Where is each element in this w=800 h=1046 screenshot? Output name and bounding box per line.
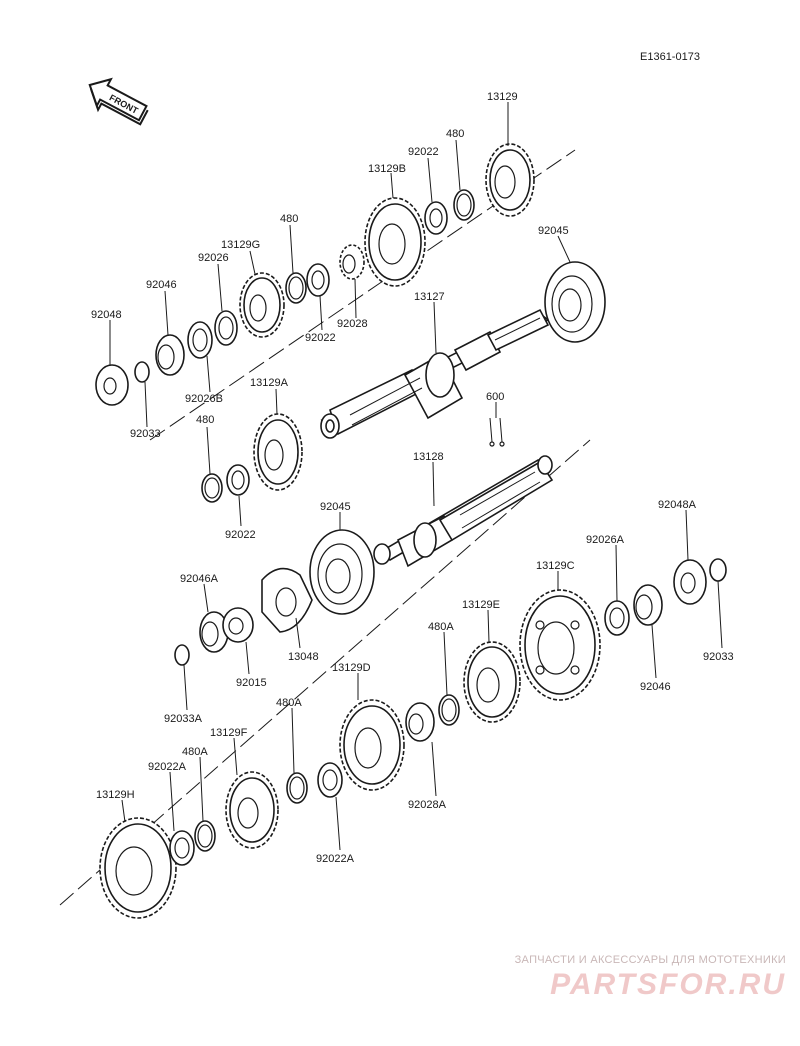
circlip-480-mid: [285, 272, 307, 304]
part-label-13129G: 13129G: [221, 239, 260, 251]
part-label-92048A: 92048A: [658, 499, 697, 511]
part-label-92028A: 92028A: [408, 799, 447, 811]
gear-13129E: [463, 641, 521, 723]
part-label-92028: 92028: [337, 318, 368, 330]
part-label-480A: 480A: [276, 697, 302, 709]
part-label-92026: 92026: [198, 252, 229, 264]
part-label-13129B: 13129B: [368, 163, 406, 175]
part-label-92046A: 92046A: [180, 573, 219, 585]
part-label-480: 480: [196, 414, 214, 426]
circlip-92033A: [174, 644, 190, 666]
shaft-13127: [320, 308, 550, 439]
part-label-92033A: 92033A: [164, 713, 203, 725]
circlip-480A-left: [194, 820, 216, 852]
gear-13129D: [339, 699, 405, 791]
gear-13129B: [364, 197, 426, 287]
part-labels: 13129 480 92022 13129B 92045 480 13129G …: [91, 91, 734, 865]
part-label-92048: 92048: [91, 309, 122, 321]
gear-13129F: [225, 771, 279, 849]
bushing-92028A: [405, 702, 435, 742]
part-label-92022A: 92022A: [148, 761, 187, 773]
front-arrow-icon: FRONT: [88, 77, 149, 126]
collar-92048: [95, 364, 129, 406]
part-label-92033: 92033: [130, 428, 161, 440]
circlip-480A-mid: [286, 772, 308, 804]
diagram-code: E1361-0173: [640, 51, 700, 63]
shaft-13128: [373, 455, 554, 568]
part-label-92026A: 92026A: [586, 534, 625, 546]
gear-13129: [485, 143, 535, 217]
bearing-92045-upper: [544, 261, 606, 343]
part-label-13129H: 13129H: [96, 789, 135, 801]
part-label-92022: 92022: [408, 146, 439, 158]
nut-92015: [222, 607, 254, 643]
watermark: ЗАПЧАСТИ И АКСЕССУАРЫ ДЛЯ МОТОТЕХНИКИ PA…: [476, 954, 786, 1002]
collar-92048A: [673, 559, 707, 605]
pins-600: [489, 417, 505, 447]
part-label-13129F: 13129F: [210, 727, 248, 739]
circlip-92033-upper: [134, 361, 150, 383]
part-label-92045: 92045: [538, 225, 569, 237]
sprocket-13048: [261, 567, 313, 633]
watermark-tagline: ЗАПЧАСТИ И АКСЕССУАРЫ ДЛЯ МОТОТЕХНИКИ: [514, 954, 786, 966]
part-label-480A: 480A: [182, 746, 208, 758]
washer-92026: [214, 310, 238, 346]
part-label-13129A: 13129A: [250, 377, 289, 389]
part-label-92046: 92046: [640, 681, 671, 693]
part-label-13129: 13129: [487, 91, 518, 103]
part-label-480: 480: [280, 213, 298, 225]
part-label-92045: 92045: [320, 501, 351, 513]
gear-13129C: [519, 589, 601, 701]
leader-lines: [109, 102, 723, 851]
part-label-13129D: 13129D: [332, 662, 371, 674]
lower-shaft-axis: [59, 439, 591, 906]
gear-13129A: [253, 413, 303, 491]
gear-13129G: [239, 272, 285, 338]
part-label-13127: 13127: [414, 291, 445, 303]
circlip-480-upper: [453, 189, 475, 221]
washer-92022-mid: [306, 263, 330, 297]
part-label-13048: 13048: [288, 651, 319, 663]
part-label-13128: 13128: [413, 451, 444, 463]
washer-92026B: [187, 321, 213, 359]
part-label-600: 600: [486, 391, 504, 403]
bearing-92045-lower: [309, 529, 375, 615]
circlip-480-left: [201, 473, 223, 503]
washer-92022-left: [226, 464, 250, 496]
part-label-92022: 92022: [225, 529, 256, 541]
circlip-92033-right: [709, 558, 727, 582]
needle-bearing-92046-lower: [633, 584, 663, 626]
part-label-92022: 92022: [305, 332, 336, 344]
circlip-480A-upper: [438, 694, 460, 726]
part-label-92026B: 92026B: [185, 393, 223, 405]
watermark-logo: PARTSFOR.RU: [550, 968, 786, 1001]
part-label-13129C: 13129C: [536, 560, 575, 572]
upper-shaft-axis: [149, 149, 576, 441]
gear-13129H: [99, 817, 177, 919]
bushing-92028: [339, 244, 365, 280]
part-label-92022A: 92022A: [316, 853, 355, 865]
washer-92022A-left: [169, 830, 195, 866]
part-label-13129E: 13129E: [462, 599, 500, 611]
part-label-92015: 92015: [236, 677, 267, 689]
part-label-480A: 480A: [428, 621, 454, 633]
washer-92022A-mid: [317, 762, 343, 798]
washer-92022-upper: [424, 201, 448, 235]
washer-92026A: [604, 600, 630, 636]
part-label-480: 480: [446, 128, 464, 140]
needle-bearing-92046-upper: [155, 334, 185, 376]
part-label-92033: 92033: [703, 651, 734, 663]
part-label-92046: 92046: [146, 279, 177, 291]
